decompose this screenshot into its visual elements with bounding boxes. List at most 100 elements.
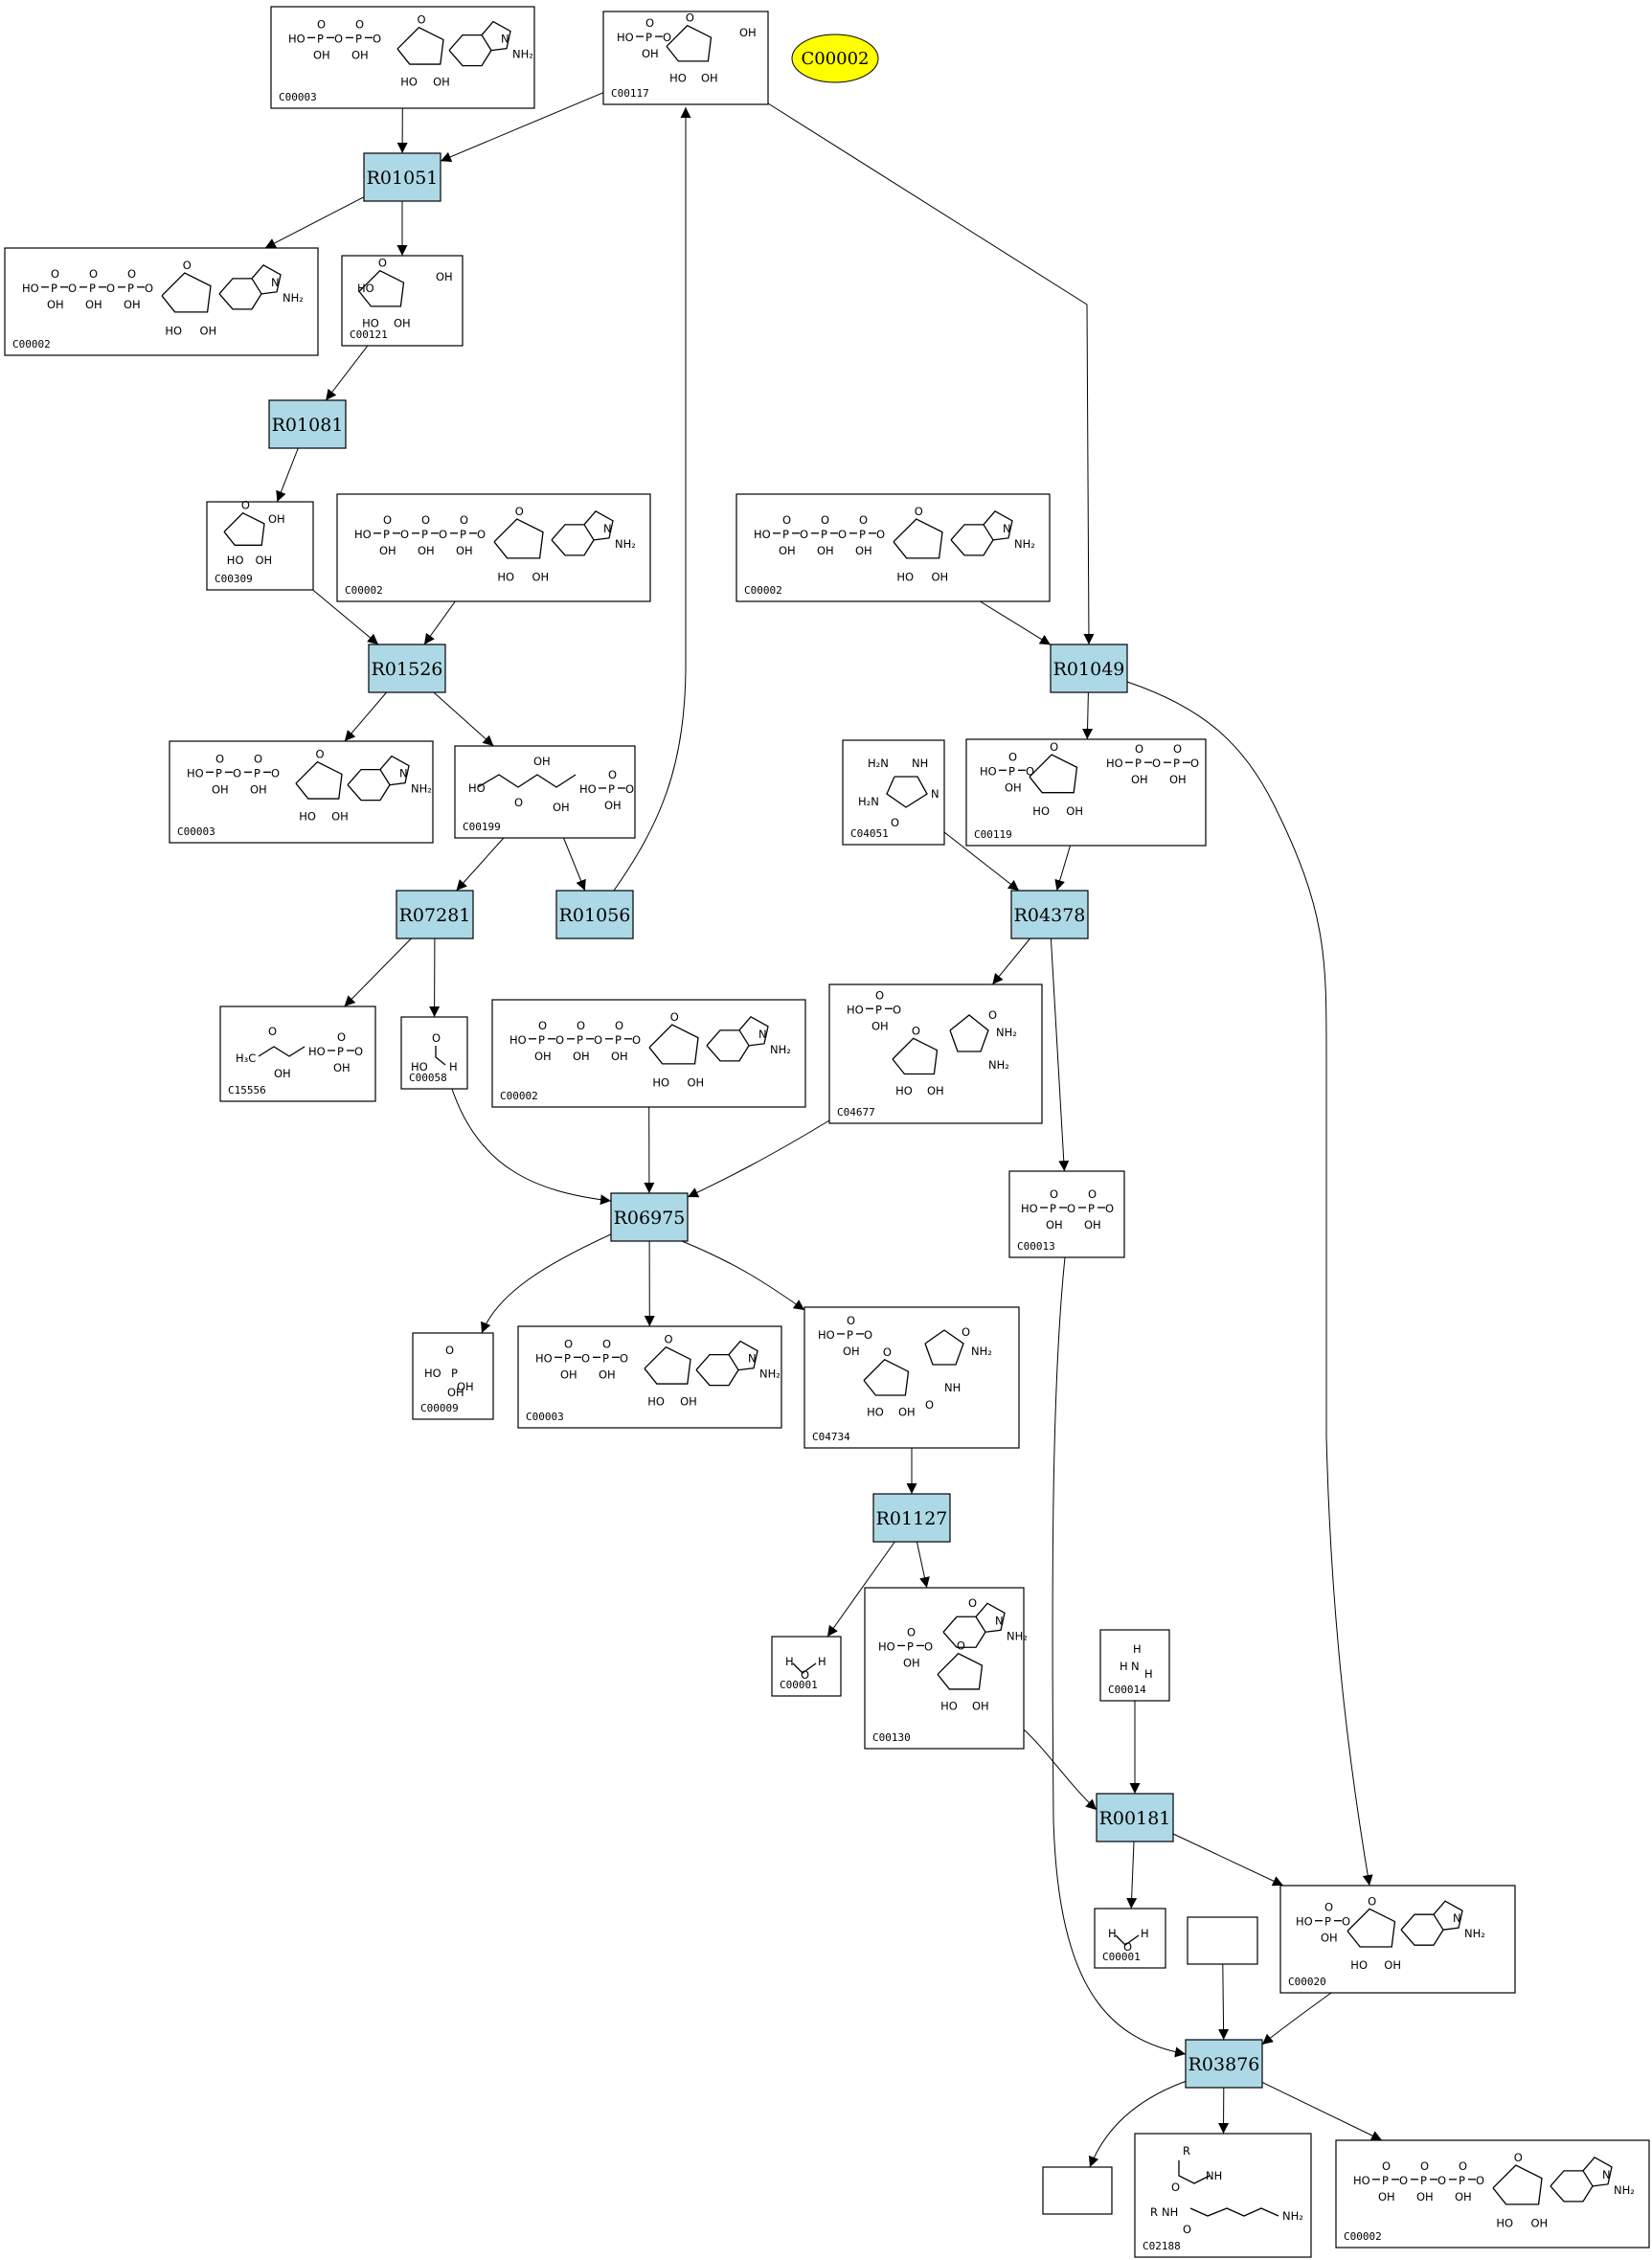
compound-box[interactable]: [341, 255, 464, 347]
reaction-node-r01526[interactable]: R01526: [368, 644, 446, 693]
edge-r01049-to-c00119: [1082, 691, 1094, 740]
compound-box[interactable]: [771, 1636, 842, 1697]
compound-box[interactable]: [169, 740, 434, 844]
compound-box[interactable]: [1008, 1170, 1125, 1258]
highlight-compound-ellipse[interactable]: [791, 34, 879, 83]
edge-c00309-to-r01526: [312, 589, 379, 645]
compound-box[interactable]: [1187, 1916, 1258, 1965]
reaction-box[interactable]: [368, 644, 446, 693]
structure-atom: O: [400, 528, 409, 541]
structure-bond: [937, 1652, 984, 1690]
structure-atom: O: [515, 505, 524, 518]
reaction-node-r01049[interactable]: R01049: [1050, 644, 1128, 693]
reaction-box[interactable]: [363, 152, 441, 202]
structure-atom: O: [1476, 2174, 1484, 2187]
edge-c00130-to-r00181: [1023, 1729, 1098, 1811]
compound-node-blank_a[interactable]: [1187, 1916, 1258, 1965]
reaction-node-r03876[interactable]: R03876: [1185, 2039, 1263, 2089]
reaction-node-r07281[interactable]: R07281: [396, 890, 474, 939]
edge-r06975-to-c00009: [481, 1232, 614, 1334]
structure-atom: O: [355, 17, 364, 31]
reaction-node-r00181[interactable]: R00181: [1096, 1793, 1174, 1842]
structure-atom: P: [782, 528, 789, 541]
compound-box[interactable]: [219, 1006, 376, 1102]
reaction-box[interactable]: [610, 1192, 689, 1242]
reaction-node-r04378[interactable]: R04378: [1010, 890, 1089, 939]
compound-box[interactable]: [842, 739, 945, 846]
structure-atom: O: [1190, 757, 1199, 770]
structure-atom: OH: [313, 48, 330, 61]
edge-c00117-to-r01049: [767, 102, 1095, 645]
structure-atom: NH₂: [1014, 537, 1035, 551]
structure-atom: HO: [354, 528, 372, 541]
structure-atom: O: [821, 513, 829, 527]
structure-atom: P: [608, 782, 615, 796]
compound-box[interactable]: [517, 1325, 782, 1429]
reaction-node-r01081[interactable]: R01081: [268, 399, 347, 449]
compound-box[interactable]: [270, 6, 535, 109]
reaction-box[interactable]: [555, 890, 634, 939]
reaction-box[interactable]: [396, 890, 474, 939]
compound-box[interactable]: [1099, 1629, 1170, 1702]
reaction-box[interactable]: [1185, 2039, 1263, 2089]
compound-box[interactable]: [1042, 2166, 1113, 2215]
reaction-box[interactable]: [268, 399, 347, 449]
structure-atom: NH₂: [1464, 1927, 1485, 1940]
compound-box[interactable]: [1134, 2133, 1312, 2258]
structure-atom: HO: [497, 571, 514, 584]
reaction-node-r01127[interactable]: R01127: [872, 1493, 951, 1543]
reaction-box[interactable]: [1010, 890, 1089, 939]
compound-box[interactable]: [828, 983, 1043, 1124]
reaction-node-r01056[interactable]: R01056: [555, 890, 634, 939]
edge-r01127-to-c00001_a: [826, 1541, 895, 1638]
structure-atom: P: [1173, 757, 1180, 770]
compound-box[interactable]: [412, 1332, 494, 1420]
compound-box[interactable]: [965, 738, 1207, 847]
structure-bond: [379, 755, 410, 786]
structure-atom: O: [383, 513, 392, 527]
edge-r00181-to-c00001_b: [1126, 1841, 1138, 1910]
structure-atom: O: [663, 31, 671, 44]
compound-box[interactable]: [400, 1016, 468, 1090]
compound-box[interactable]: [454, 745, 636, 839]
compound-box[interactable]: [803, 1306, 1020, 1449]
compound-box[interactable]: [206, 501, 314, 591]
compound-box[interactable]: [1279, 1885, 1516, 1994]
reaction-node-r01051[interactable]: R01051: [363, 152, 441, 202]
structure-bond: [1115, 1934, 1140, 1946]
reaction-box[interactable]: [1050, 644, 1128, 693]
structure-atom: NH₂: [770, 1043, 791, 1056]
structure-atom: NH₂: [988, 1058, 1009, 1072]
compound-node-blank_b[interactable]: [1042, 2166, 1113, 2215]
compound-box[interactable]: [1094, 1908, 1166, 1969]
reaction-box[interactable]: [1096, 1793, 1174, 1842]
reaction-box[interactable]: [872, 1493, 951, 1543]
reaction-node-r06975[interactable]: R06975: [610, 1192, 689, 1242]
